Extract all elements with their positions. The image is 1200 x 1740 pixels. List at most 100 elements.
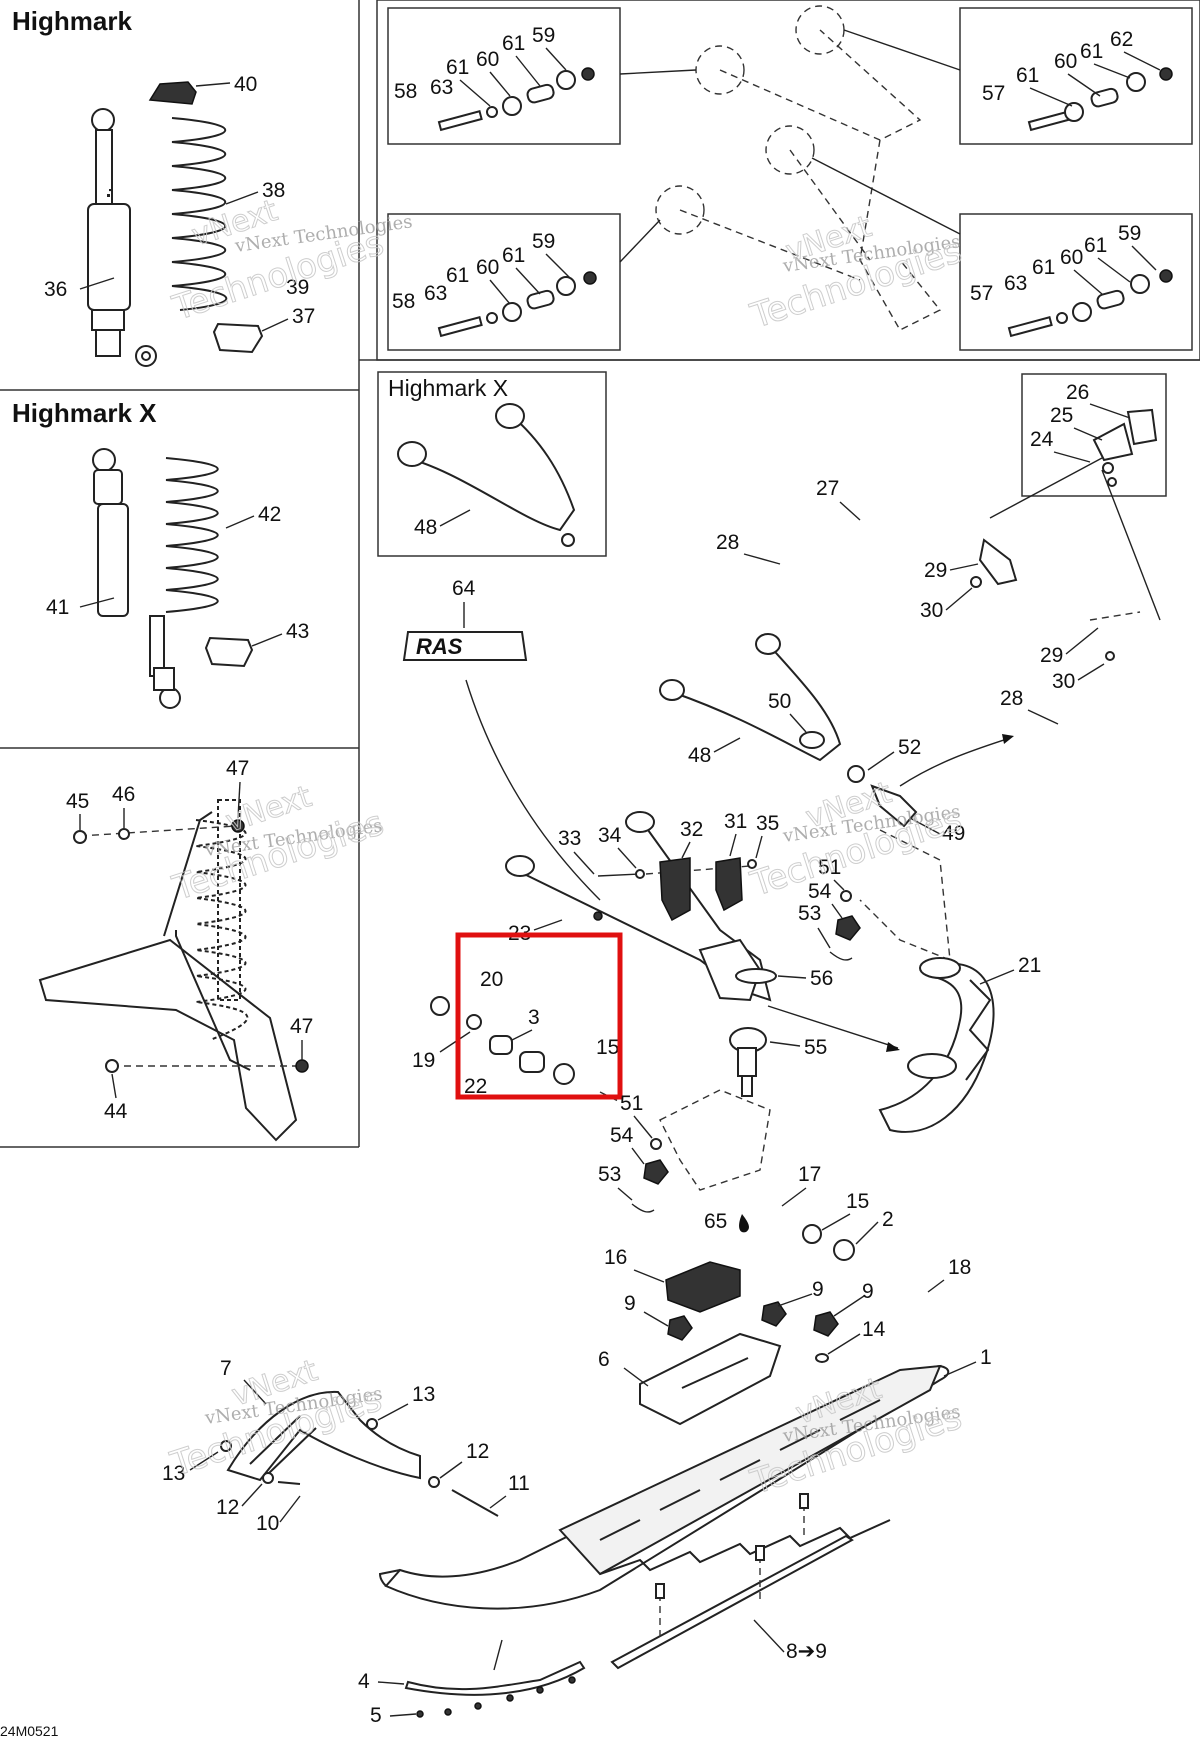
leader-26 <box>1089 403 1131 419</box>
callout-61-ur-b: 61 <box>1080 40 1103 63</box>
bushing-3 <box>489 1035 513 1055</box>
washer-12a <box>262 1472 274 1484</box>
leader-37 <box>261 318 289 332</box>
callout-11: 11 <box>508 1472 530 1495</box>
leader-60-ur <box>1067 73 1101 97</box>
callout-31: 31 <box>724 810 747 833</box>
callout-22: 22 <box>464 1075 487 1098</box>
callout-63-lr: 63 <box>1004 272 1027 295</box>
leader-54b <box>631 1147 645 1165</box>
bushing-stack-lower-left <box>437 271 597 338</box>
callout-3: 3 <box>528 1006 540 1029</box>
washer-12b <box>428 1476 440 1488</box>
nut-54a <box>835 915 861 941</box>
callout-62-ur: 62 <box>1110 28 1133 51</box>
highlight-box <box>455 932 623 1100</box>
leader-8-9 <box>753 1619 785 1653</box>
leader-62-ur <box>1123 51 1161 71</box>
ski-pad-6 <box>639 1332 782 1426</box>
callout-36: 36 <box>44 278 67 301</box>
shock-absorber-41 <box>92 448 181 709</box>
leader-13a <box>377 1403 409 1421</box>
callout-34: 34 <box>598 824 622 847</box>
leader-25 <box>1073 427 1103 441</box>
callout-54a: 54 <box>808 880 832 903</box>
callout-38: 38 <box>262 179 285 202</box>
inset-lower-right <box>959 213 1193 351</box>
callout-44: 44 <box>104 1100 128 1123</box>
leader-14 <box>827 1333 861 1355</box>
upper-a-arm-48 <box>659 633 842 762</box>
leader-56 <box>777 975 807 979</box>
rear-suspension-arm-assembly <box>38 799 298 1142</box>
callout-60-lr: 60 <box>1060 246 1083 269</box>
callout-26: 26 <box>1066 381 1089 404</box>
callout-32: 32 <box>680 818 703 841</box>
nut-47b <box>295 1059 309 1073</box>
bolt-11 <box>451 1489 499 1517</box>
leader-59-ll <box>545 253 571 279</box>
callout-12b: 12 <box>466 1440 489 1463</box>
callout-61-ll-a: 61 <box>446 264 469 287</box>
leader-59-lr <box>1131 245 1157 271</box>
leader-7 <box>243 1379 267 1405</box>
leader-10 <box>279 1495 301 1523</box>
callout-56: 56 <box>810 967 833 990</box>
leader-44 <box>111 1073 117 1099</box>
leader-53a <box>817 927 831 949</box>
callout-55: 55 <box>804 1036 827 1059</box>
washer-46 <box>118 828 130 840</box>
shock-absorber-36 <box>87 108 157 367</box>
leader-40 <box>195 82 231 87</box>
leader-51a <box>833 879 845 891</box>
ball-joint-55 <box>729 1027 767 1097</box>
callout-59-ul: 59 <box>532 24 555 47</box>
washer-51a <box>840 890 852 902</box>
callout-65: 65 <box>704 1210 727 1233</box>
leader-28b <box>1027 709 1059 725</box>
callout-12a: 12 <box>216 1496 239 1519</box>
leader-34 <box>617 847 637 869</box>
leader-9b <box>777 1293 813 1307</box>
leader-60-ll <box>489 279 511 305</box>
screw-30a <box>970 576 982 588</box>
inset-lower-left <box>387 213 621 351</box>
callout-51a: 51 <box>818 856 841 879</box>
ball-joint-49 <box>870 784 918 828</box>
leader-11 <box>489 1495 507 1509</box>
leader-33 <box>573 851 595 875</box>
callout-9b: 9 <box>812 1278 824 1301</box>
callout-63-ul: 63 <box>430 76 453 99</box>
leader-28a <box>743 553 781 565</box>
callout-50: 50 <box>768 690 791 713</box>
callout-42: 42 <box>258 503 281 526</box>
leader-61-lr-b <box>1097 257 1131 283</box>
stopper-32 <box>659 857 691 922</box>
bolt-10 <box>277 1481 301 1485</box>
leader-3 <box>511 1029 533 1041</box>
leader-12b <box>439 1461 463 1479</box>
leader-54a <box>831 903 843 919</box>
grease-drop-icon <box>739 1214 749 1233</box>
arrow-head-49 <box>1002 734 1014 744</box>
inset-highmark-x-arm <box>377 371 607 557</box>
callout-9c: 9 <box>862 1280 874 1303</box>
callout-30a: 30 <box>920 599 943 622</box>
spindle-ghost-upper <box>859 829 951 962</box>
leader-61-ur-a <box>1029 87 1073 107</box>
leader-47a <box>237 781 241 819</box>
callout-46: 46 <box>112 783 135 806</box>
callout-30b: 30 <box>1052 670 1075 693</box>
nut-9c <box>813 1311 839 1337</box>
callout-7: 7 <box>220 1357 232 1380</box>
callout-21: 21 <box>1018 954 1041 977</box>
leader-4 <box>377 1681 405 1685</box>
link-lr <box>811 157 961 235</box>
leader-61-ul-a <box>459 79 491 107</box>
callout-59-ll: 59 <box>532 230 555 253</box>
callout-13b: 13 <box>162 1462 185 1485</box>
nut-13b <box>220 1440 232 1452</box>
callout-53b: 53 <box>598 1163 621 1186</box>
callout-24: 24 <box>1030 428 1054 451</box>
